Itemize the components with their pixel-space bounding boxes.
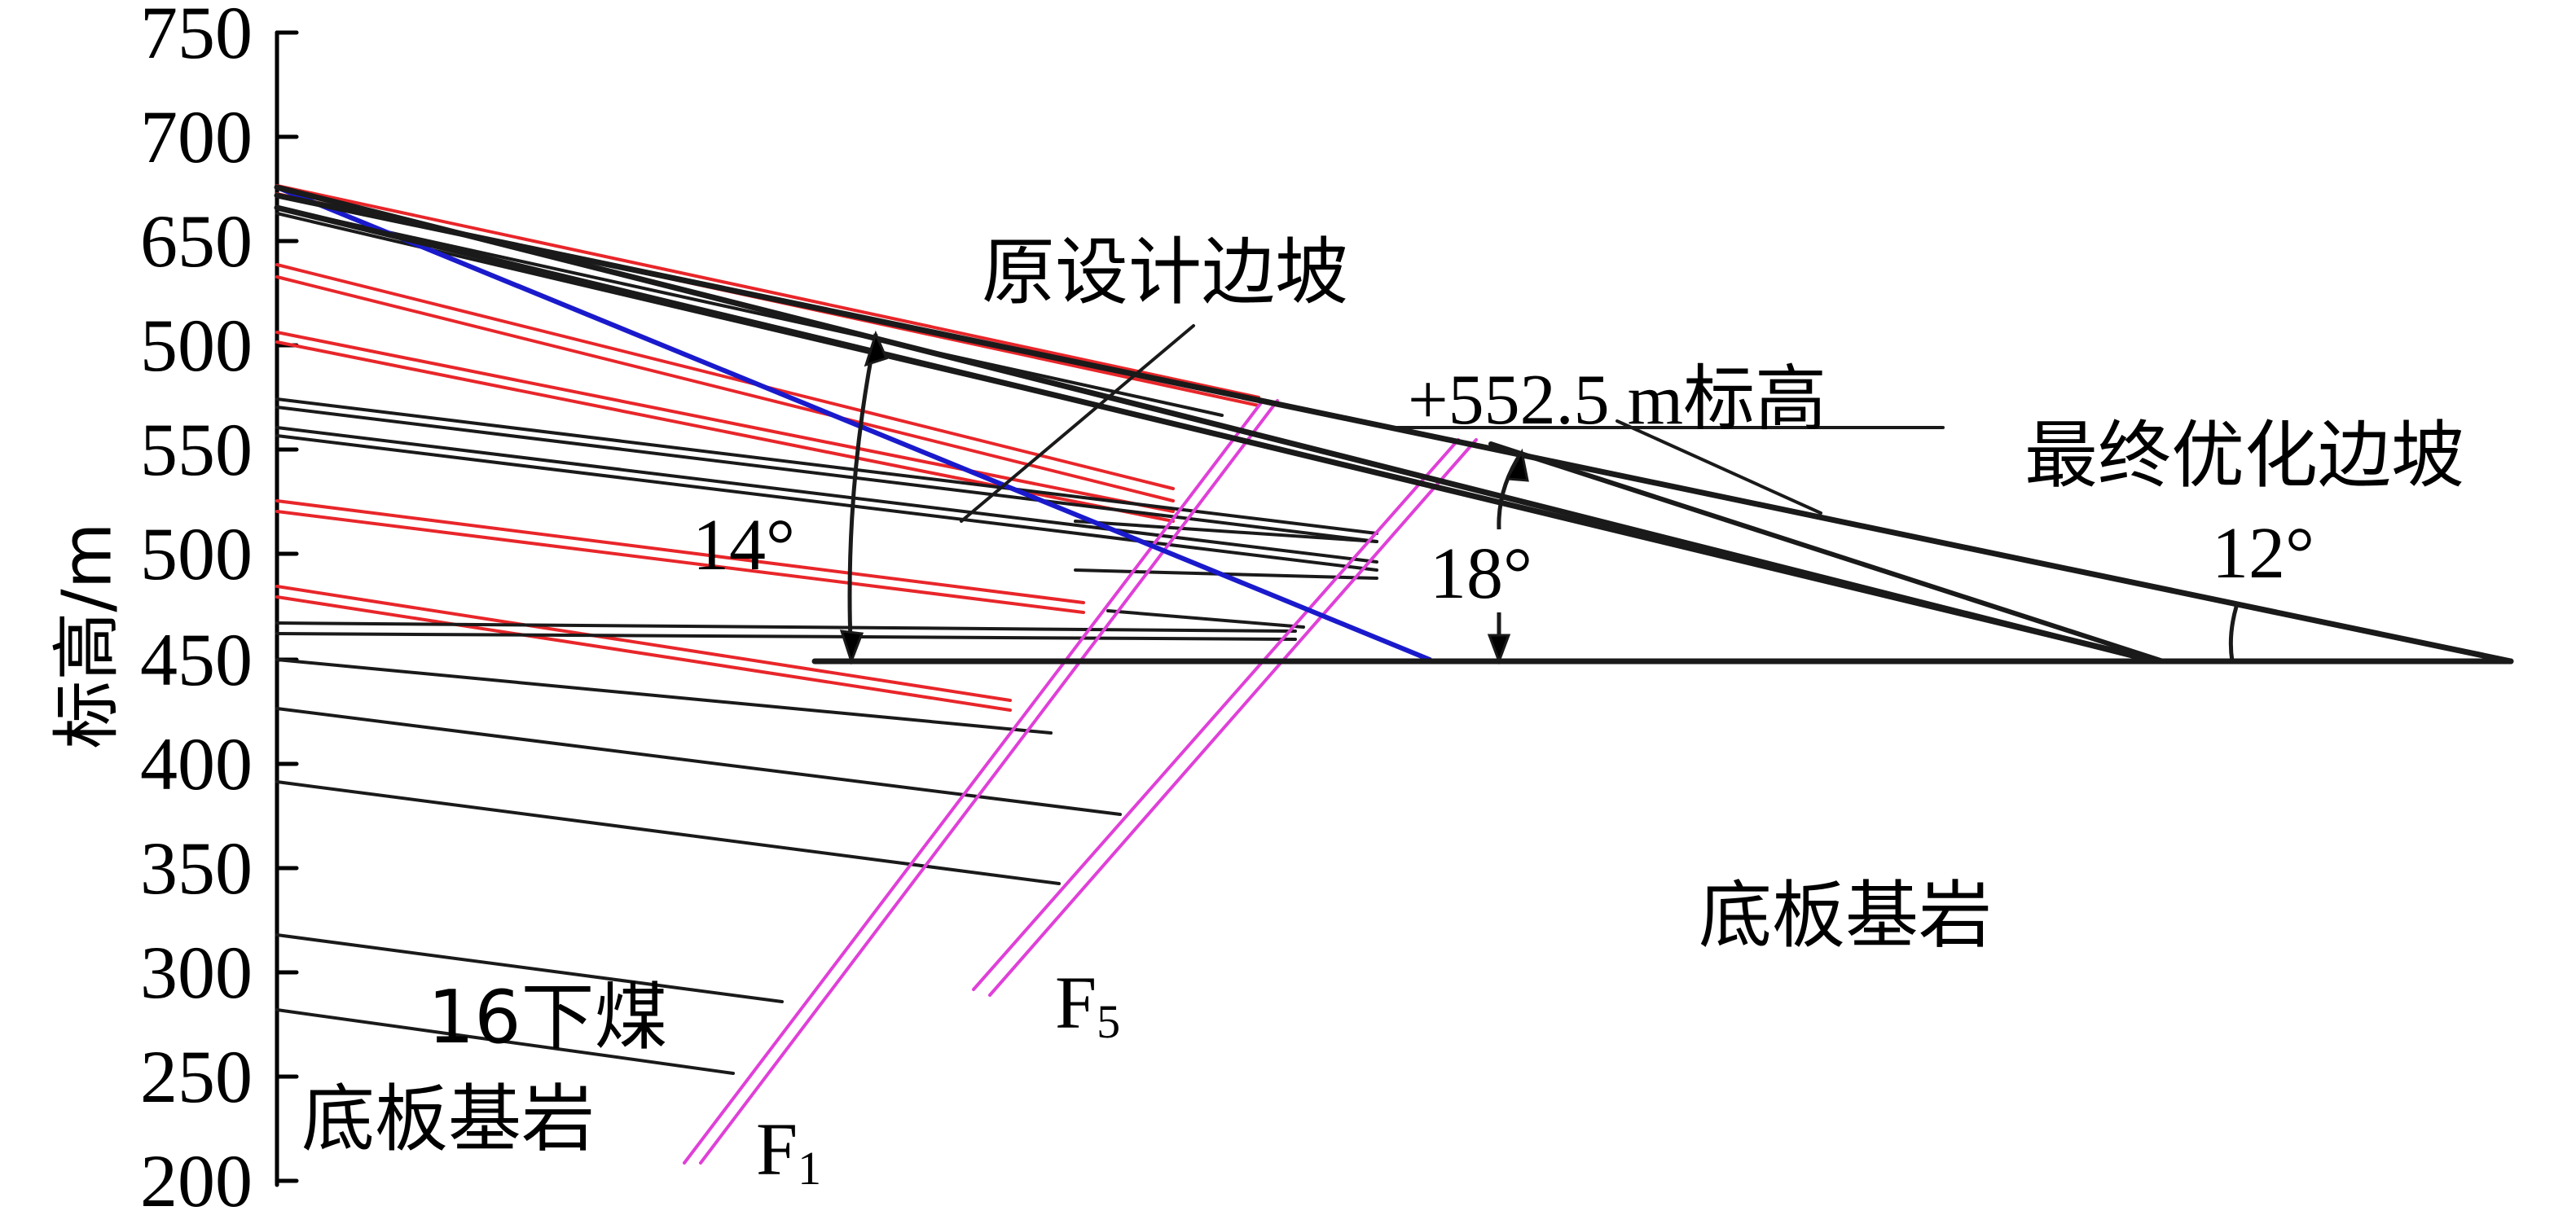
floor-rock-left-label: 底板基岩 [301,1077,595,1162]
y-tick-label: 200 [140,1139,253,1222]
angle-18-arrow-top [1505,448,1529,482]
strata-red-line [275,263,1175,490]
y-tick-label: 550 [140,408,253,491]
y-tick-label: 300 [140,931,253,1014]
floor-rock-right-label: 底板基岩 [1699,873,1992,959]
y-tick-label: 500 [140,304,253,387]
angle-12-arc [2228,606,2239,662]
strata-black-line [1074,520,1378,543]
final-slope-lower-line [1488,441,2165,664]
y-axis [275,30,299,1187]
strata-red-line [275,595,1012,712]
strata-lines [275,184,1378,1075]
strata-red-line [275,499,1085,604]
angle-18-label: 18° [1430,533,1532,614]
angle-14-arc [847,333,878,662]
fault-f1-line-b [699,399,1279,1165]
elevation-line-label: +552.5 m标高 [1408,361,1827,440]
y-tick-label: 700 [140,95,253,178]
final-slope-leader [1615,419,1822,515]
slope-lines [274,184,2514,665]
original-slope-line [274,204,2162,665]
y-tick-label: 250 [140,1035,253,1118]
strata-red-line [275,510,1085,614]
design-slope-line [275,185,1432,662]
y-tick-label: 450 [140,618,253,701]
strata-black-line [275,621,1297,633]
y-axis-label: 标高/m [46,522,127,749]
y-tick-label: 650 [140,200,253,283]
angle-12-label: 12° [2212,513,2314,594]
y-tick-label: 400 [140,722,253,805]
strata-black-line [275,434,1378,572]
original-slope-leader [960,324,1195,523]
fault-f5-line-b [988,438,1478,997]
strata-black-line [275,426,1378,564]
y-tick-label: 500 [140,512,253,595]
strata-black-line [275,1008,735,1075]
angle-14-arrow-top [864,330,889,367]
original-slope-label: 原设计边坡 [982,230,1348,315]
strata-black-line [275,780,1061,885]
strata-red-line [275,585,1012,702]
fault-lines [683,399,1478,1165]
strata-red-line [275,331,1175,513]
fault-f1-line-a [683,399,1264,1165]
strata-black-line [275,632,1297,641]
fault-f5-label: F5 [1055,961,1121,1048]
coal-seam-label: 16下煤 [428,975,668,1060]
fault-f5-line-a [972,438,1460,991]
strata-black-line [1106,609,1305,629]
strata-red-line [275,184,1260,399]
strata-black-line [275,933,784,1003]
strata-black-line [275,658,1053,735]
final-slope-main-line [274,192,2514,665]
strata-black-line [275,206,1224,417]
angle-14-label: 14° [692,505,795,586]
y-tick-label: 350 [140,827,253,910]
angle-14-arrow-bottom [839,630,864,665]
fault-f1-label: F1 [756,1108,822,1195]
final-slope-label: 最终优化边坡 [2024,413,2464,498]
strata-red-line [275,275,1175,502]
angle-annotations [839,330,2239,665]
strata-black-line [275,406,1378,543]
angle-18-arrow-bottom [1487,634,1511,665]
y-tick-label: 750 [140,0,253,74]
